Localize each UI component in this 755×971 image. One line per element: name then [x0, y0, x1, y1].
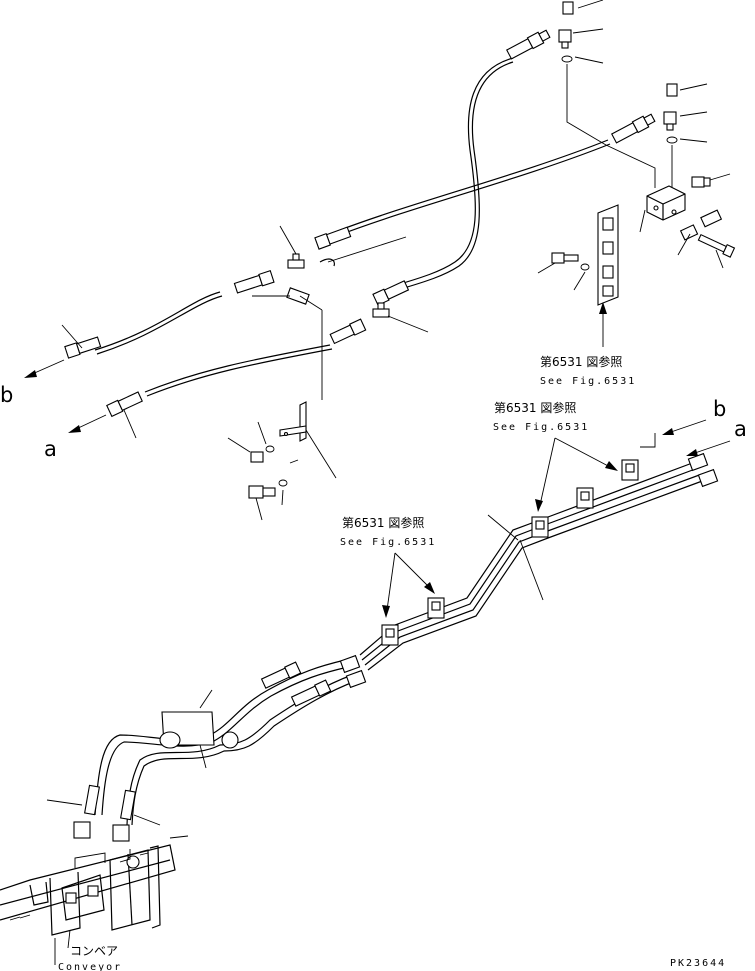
reference-label-2: 第6531 図参照 See Fig.6531: [493, 400, 618, 512]
conveyor-label-jp: コンベア: [70, 944, 118, 958]
ref2-en: See Fig.6531: [493, 422, 589, 433]
right-flow-markers: b a: [640, 397, 747, 456]
ref3-jp: 第6531 図参照: [342, 515, 424, 530]
conveyor-label-en: Conveyor: [58, 962, 122, 971]
leader-lines-upper: [61, 0, 731, 439]
u-bolt: [319, 258, 335, 267]
reference-label-3: 第6531 図参照 See Fig.6531: [340, 515, 436, 618]
marker-a-right: a: [734, 417, 747, 441]
bracket-mount: [227, 401, 337, 521]
left-flow-markers: b a: [0, 359, 107, 461]
conveyor-frame: [0, 835, 189, 965]
bolt-washer-assembly: [537, 204, 619, 306]
ref1-en: See Fig.6531: [540, 376, 636, 387]
upper-hose-assembly: [94, 57, 611, 397]
drawing-code: PK23644: [670, 958, 726, 969]
marker-b-right: b: [713, 397, 726, 421]
tee-connectors: [286, 253, 390, 318]
elbow-fittings-top: [558, 1, 678, 144]
ref3-en: See Fig.6531: [340, 537, 436, 548]
hose-end-fittings-upper: [64, 29, 656, 418]
marker-b-left: b: [0, 383, 13, 407]
tube-bundle-lower: [359, 452, 719, 671]
lower-hoses: [46, 654, 367, 842]
reference-arrow-1: [599, 302, 607, 347]
marker-a-left: a: [44, 437, 57, 461]
ref2-jp: 第6531 図参照: [494, 400, 576, 415]
ref1-jp: 第6531 図参照: [540, 354, 622, 369]
reference-label-1: 第6531 図参照 See Fig.6531: [540, 354, 636, 387]
valve-block: [646, 176, 736, 258]
